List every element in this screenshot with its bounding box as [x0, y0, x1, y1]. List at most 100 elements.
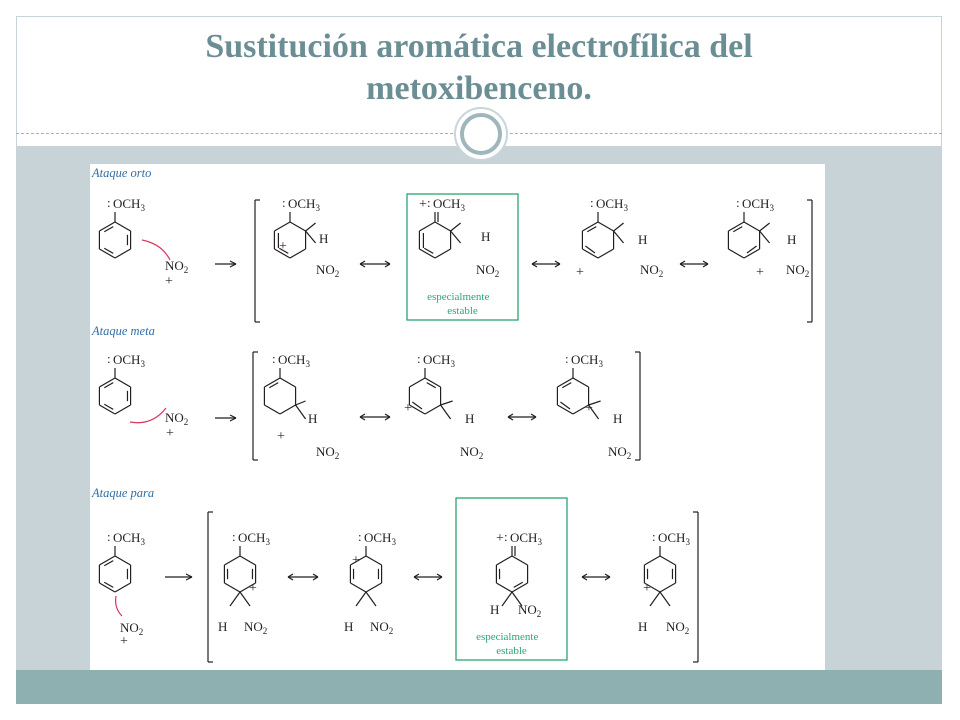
- carbocation-plus: +: [404, 401, 412, 416]
- lone-pair-dots: :: [417, 351, 421, 366]
- hydrogen-label: H: [465, 411, 474, 426]
- ring-bond: [511, 555, 528, 566]
- stable-label-line-1: especialmente : [476, 631, 547, 643]
- resonance-arrow-head: [312, 576, 319, 581]
- lone-pair-dots: :: [504, 529, 508, 544]
- ring-bond: [434, 221, 451, 232]
- carbocation-plus: +: [277, 429, 285, 444]
- nitro-label: NO2: [786, 262, 809, 279]
- methoxy-label: OCH3: [596, 196, 628, 213]
- ring-bond: [274, 248, 291, 259]
- stable-highlight-box: [406, 193, 519, 321]
- lone-pair-dots: :: [232, 529, 236, 544]
- resonance-arrow-head: [359, 260, 366, 265]
- ring-bond: [728, 221, 745, 232]
- nitro-label: NO2: [165, 410, 188, 427]
- stable-highlight-box: [455, 497, 568, 661]
- methoxy-label: OCH3: [278, 352, 310, 369]
- resonance-arrow-head: [679, 263, 686, 268]
- c-h-bond: [501, 591, 513, 607]
- nitro-label: NO2: [640, 262, 663, 279]
- plus-sign: +: [496, 531, 504, 546]
- ring-double-bond: [268, 382, 279, 389]
- carbocation-plus: +: [576, 265, 584, 280]
- section-label-meta: Ataque meta: [91, 324, 155, 338]
- resonance-arrow-head: [413, 573, 420, 578]
- resonance-arrow-head: [507, 416, 514, 421]
- section-label-orto: Ataque orto: [91, 166, 151, 180]
- ring-bond: [289, 221, 306, 232]
- nitro-label: NO2: [460, 444, 483, 461]
- divider-ring-icon: [454, 107, 508, 161]
- methoxy-label: OCH3: [113, 352, 145, 369]
- ring-double-bond: [426, 382, 437, 389]
- carbocation-plus: +: [756, 265, 764, 280]
- ring-bond: [99, 582, 116, 593]
- ring-bond: [224, 555, 241, 566]
- ring-bond: [743, 248, 760, 259]
- ring-bond: [114, 582, 131, 593]
- ring-bond: [114, 555, 131, 566]
- resonance-arrow-head: [413, 576, 420, 581]
- ring-bond: [728, 248, 745, 259]
- ring-double-bond: [746, 245, 757, 254]
- hydrogen-label: H: [481, 229, 490, 244]
- ring-bond: [279, 404, 296, 415]
- plus-sign: +: [419, 197, 427, 212]
- c-n-bond: [588, 404, 600, 420]
- resonance-arrow-head: [604, 576, 611, 581]
- ring-bond: [114, 404, 131, 415]
- hydrogen-label: H: [613, 411, 622, 426]
- carbocation-plus: +: [352, 553, 360, 568]
- ring-double-bond: [412, 401, 423, 410]
- ring-bond: [659, 555, 676, 566]
- ring-bond: [239, 582, 256, 593]
- resonance-arrow-head: [554, 260, 561, 265]
- electrophile-plus: +: [166, 426, 174, 441]
- attack-curved-arrow: [129, 407, 167, 424]
- ring-bond: [572, 377, 589, 388]
- methoxy-label: OCH3: [433, 196, 465, 213]
- ring-double-bond: [103, 382, 114, 389]
- ring-bond: [496, 582, 513, 593]
- ring-bond: [224, 582, 241, 593]
- footer-band: [16, 670, 942, 704]
- c-h-bond: [295, 400, 306, 406]
- reaction-arrow-head: [229, 417, 237, 422]
- ring-bond: [274, 221, 291, 232]
- attack-curved-arrow: [141, 239, 171, 261]
- resonance-arrow-head: [312, 573, 319, 578]
- carbocation-plus: +: [585, 401, 593, 416]
- ring-bond: [99, 377, 116, 388]
- ring-bond: [99, 221, 116, 232]
- slide-title-line-1: Sustitución aromática electrofílica del: [205, 28, 753, 65]
- attack-curved-arrow: [115, 595, 123, 617]
- c-n-bond: [440, 404, 452, 420]
- ring-bond: [409, 377, 426, 388]
- electrophile-plus: +: [165, 274, 173, 289]
- lone-pair-dots: :: [107, 529, 111, 544]
- ring-bond: [597, 221, 614, 232]
- c-n-bond: [365, 591, 377, 607]
- ring-double-bond: [585, 245, 596, 254]
- lone-pair-dots: :: [427, 195, 431, 210]
- hydrogen-label: H: [319, 231, 328, 246]
- resonance-arrow-head: [531, 260, 538, 265]
- ring-bond: [264, 404, 281, 415]
- ring-double-bond: [103, 581, 114, 588]
- ring-bond: [419, 248, 436, 259]
- ring-bond: [644, 582, 661, 593]
- resonance-arrow-head: [436, 573, 443, 578]
- ring-double-bond: [103, 560, 114, 567]
- resonance-arrow-head: [436, 576, 443, 581]
- ring-bond: [424, 377, 441, 388]
- resonance-arrow-head: [359, 263, 366, 268]
- c-h-bond: [588, 400, 601, 406]
- ring-bond: [365, 582, 382, 593]
- ring-double-bond: [103, 403, 114, 410]
- ring-bond: [572, 404, 589, 415]
- slide-title: Sustitución aromática electrofílica del …: [16, 26, 942, 110]
- ring-bond: [365, 555, 382, 566]
- c-h-bond: [649, 591, 661, 607]
- hydrogen-label: H: [490, 602, 499, 617]
